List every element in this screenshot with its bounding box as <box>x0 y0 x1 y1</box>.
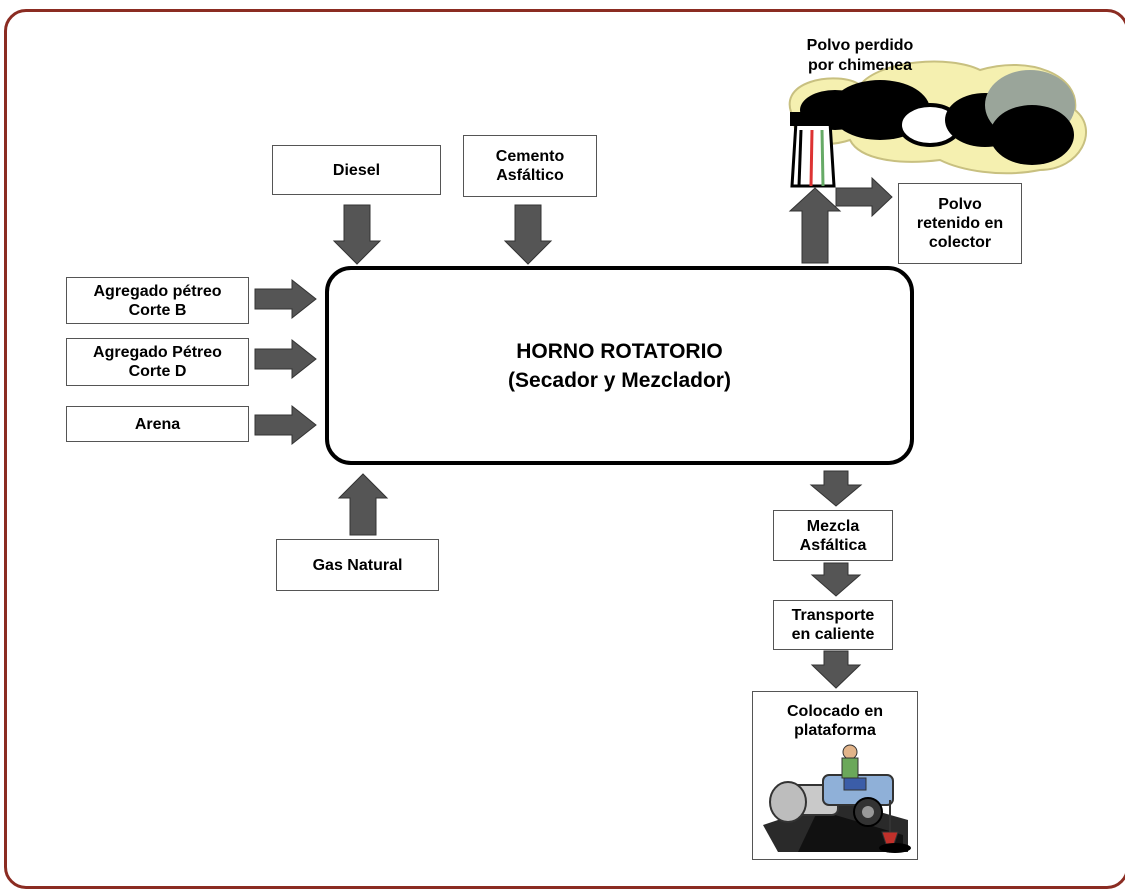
road-roller-worker-icon <box>763 744 911 853</box>
agregado-corte-b-box: Agregado pétreo Corte B <box>66 277 249 324</box>
polvo-perdido-label: Polvo perdido por chimenea <box>806 37 914 74</box>
horno-rotatorio-block: HORNO ROTATORIO (Secador y Mezclador) <box>325 266 914 465</box>
arrow-cemento-down <box>503 204 553 265</box>
cemento-asfaltico-box: Cemento Asfáltico <box>463 135 597 197</box>
arrow-arena-right <box>254 404 317 446</box>
diesel-box: Diesel <box>272 145 441 195</box>
arena-box: Arena <box>66 406 249 442</box>
arrow-mezcla-to-transporte <box>810 562 862 597</box>
arrow-agregado-d-right <box>254 338 317 380</box>
agregado-corte-d-box: Agregado Pétreo Corte D <box>66 338 249 386</box>
chimney-smoke-icon <box>788 60 1087 188</box>
arrow-agregado-b-right <box>254 278 317 320</box>
arrow-diesel-down <box>332 204 382 265</box>
arrow-transporte-to-colocado <box>810 650 862 689</box>
arrow-horno-to-mezcla <box>809 470 863 507</box>
polvo-retenido-box: Polvo retenido en colector <box>898 183 1022 264</box>
arrow-gas-up <box>337 473 389 536</box>
horno-subtitle: (Secador y Mezclador) <box>508 368 731 392</box>
gas-natural-box: Gas Natural <box>276 539 439 591</box>
transporte-caliente-box: Transporte en caliente <box>773 600 893 650</box>
mezcla-asfaltica-box: Mezcla Asfáltica <box>773 510 893 561</box>
arrow-polvo-retenido-right <box>835 176 893 218</box>
horno-title: HORNO ROTATORIO <box>516 339 723 363</box>
arrow-chimney-up <box>788 187 842 264</box>
